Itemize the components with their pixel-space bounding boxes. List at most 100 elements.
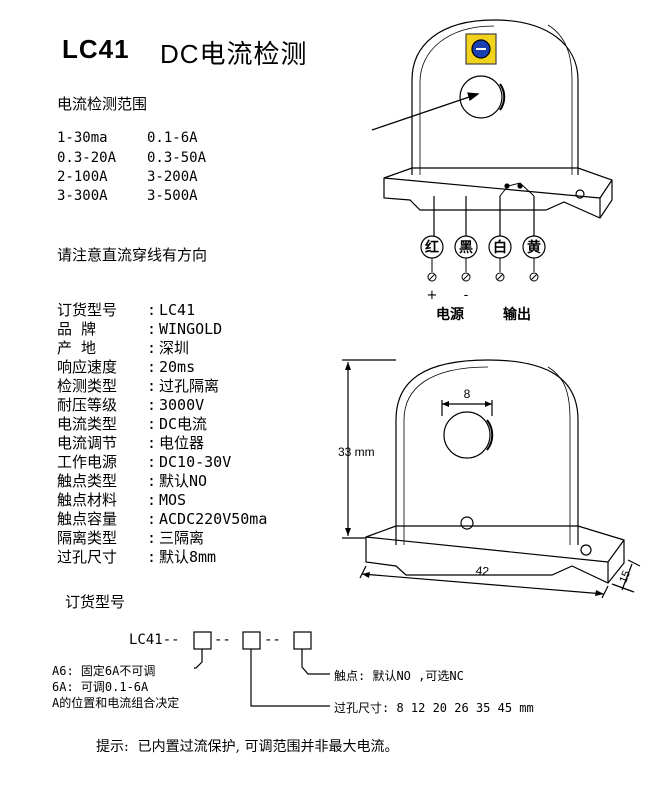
range-cell: 0.1-6A <box>147 130 198 146</box>
product-model-title: LC41 <box>62 34 130 64</box>
order-note-a-position: A的位置和电流组合决定 <box>52 696 180 710</box>
spec-row: 订货型号:LC41 <box>57 301 195 320</box>
range-cell: 3-300A <box>57 188 108 204</box>
spec-separator: : <box>147 396 157 414</box>
spec-row: 产 地:深圳 <box>57 339 189 358</box>
depth-dimension-label: 15 <box>617 569 633 585</box>
spec-key: 品 牌 <box>57 320 97 338</box>
range-cell: 3-500A <box>147 188 198 204</box>
spec-separator: : <box>147 434 157 452</box>
output-label: 输出 <box>503 306 531 323</box>
spec-key: 工作电源 <box>57 453 118 471</box>
footer-tip: 提示: 已内置过流保护, 可调范围并非最大电流。 <box>96 739 399 755</box>
spec-value: 默认NO <box>159 472 208 490</box>
minus-sign: - <box>464 288 469 303</box>
order-note-a6: A6: 固定6A不可调 <box>52 664 156 678</box>
range-row: 2-100A 3-200A <box>57 169 198 185</box>
spec-separator: : <box>147 377 157 395</box>
spec-key: 订货型号 <box>57 301 118 319</box>
spec-row: 电流调节:电位器 <box>57 434 204 453</box>
red-wire-label: 红 <box>425 239 439 256</box>
spec-key: 过孔尺寸 <box>57 548 118 566</box>
dimension-drawing <box>342 359 641 599</box>
spec-value: DC10-30V <box>159 453 232 471</box>
yellow-wire-label: 黄 <box>527 239 541 256</box>
range-cell: 0.3-20A <box>57 150 117 166</box>
spec-row: 检测类型:过孔隔离 <box>57 377 219 396</box>
spec-key: 电流调节 <box>57 434 118 452</box>
range-cell: 3-200A <box>147 169 198 185</box>
range-cell: 2-100A <box>57 169 108 185</box>
order-code-heading: 订货型号 <box>65 593 126 611</box>
spec-separator: : <box>147 548 157 566</box>
direction-note: 请注意直流穿线有方向 <box>57 246 208 264</box>
spec-key: 隔离类型 <box>57 529 118 547</box>
sensor-body-side-outline <box>395 359 579 545</box>
spec-key: 电流类型 <box>57 415 118 433</box>
spec-value: 默认8mm <box>159 548 217 566</box>
spec-key: 耐压等级 <box>57 396 118 414</box>
mount-hole-icon <box>580 544 592 556</box>
spec-value: WINGOLD <box>159 320 223 338</box>
plus-sign: + <box>427 288 438 303</box>
range-cell: 0.3-50A <box>147 150 207 166</box>
spec-row: 触点类型:默认NO <box>57 472 207 491</box>
spec-row: 触点材料:MOS <box>57 491 186 510</box>
spec-separator: : <box>147 453 157 471</box>
range-row: 0.3-20A 0.3-50A <box>57 150 206 166</box>
spec-separator: : <box>147 358 157 376</box>
range-heading: 电流检测范围 <box>57 95 148 113</box>
range-cell: 1-30ma <box>57 130 108 146</box>
spec-value: ACDC220V50ma <box>159 510 268 528</box>
order-code-box-3 <box>293 631 312 650</box>
spec-value: 20ms <box>159 358 196 376</box>
terminal-icon <box>495 272 505 282</box>
spec-row: 品 牌:WINGOLD <box>57 320 222 339</box>
length-dimension-label: 42 <box>475 563 490 578</box>
range-row: 3-300A 3-500A <box>57 188 198 204</box>
spec-separator: : <box>147 415 157 433</box>
spec-row: 电流类型:DC电流 <box>57 415 207 434</box>
spec-row: 工作电源:DC10-30V <box>57 453 231 472</box>
spec-separator: : <box>147 510 157 528</box>
spec-key: 触点材料 <box>57 491 118 509</box>
spec-value: 三隔离 <box>159 529 205 547</box>
length-dimension-line <box>361 573 605 595</box>
spec-value: MOS <box>159 491 187 509</box>
dimension-base-plate <box>365 525 625 584</box>
spec-separator: : <box>147 339 157 357</box>
spec-row: 过孔尺寸:默认8mm <box>57 548 216 567</box>
hole-dimension-label: 8 <box>464 387 471 401</box>
order-note-6a: 6A: 可调0.1-6A <box>52 680 149 694</box>
order-code-box-2 <box>242 631 261 650</box>
black-wire-label: 黑 <box>459 240 473 256</box>
order-code-box-1 <box>193 631 212 650</box>
order-code-diagram <box>193 631 330 707</box>
spec-value: LC41 <box>159 301 196 319</box>
spec-row: 响应速度:20ms <box>57 358 195 377</box>
hole-size-note: 过孔尺寸: 8 12 20 26 35 45 mm <box>334 701 534 715</box>
order-code-prefix: LC41-- <box>129 632 180 648</box>
sensor-body-outline <box>411 19 579 175</box>
spec-value: 深圳 <box>159 339 190 357</box>
spec-row: 耐压等级:3000V <box>57 396 204 415</box>
spec-separator: : <box>147 301 157 319</box>
top-sensor-drawing <box>371 19 613 236</box>
spec-value: 3000V <box>159 396 205 414</box>
spec-separator: : <box>147 529 157 547</box>
terminal-icon <box>529 272 539 282</box>
spec-separator: : <box>147 472 157 490</box>
height-dimension-label: 33 mm <box>338 445 375 459</box>
switch-contact-icon <box>499 182 535 197</box>
spec-value: DC电流 <box>159 415 208 433</box>
potentiometer-icon <box>465 33 497 65</box>
spec-value: 电位器 <box>159 434 205 452</box>
order-code-dash: -- <box>214 632 231 648</box>
depth-dimension-line <box>621 563 633 591</box>
through-hole-icon <box>459 75 503 119</box>
sensor-base-plate <box>383 167 613 219</box>
spec-row: 隔离类型:三隔离 <box>57 529 204 548</box>
spec-separator: : <box>147 320 157 338</box>
terminal-icon <box>461 272 471 282</box>
